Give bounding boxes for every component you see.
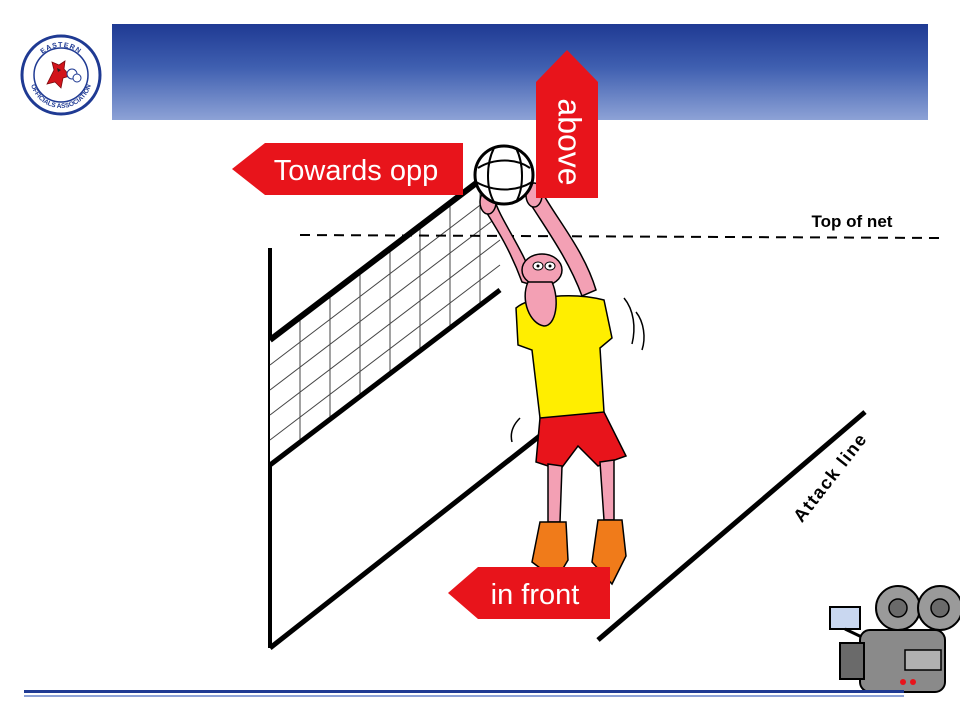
- center-line: [268, 418, 562, 650]
- towards-opp-arrow: [232, 143, 463, 195]
- towards-opp-label: Towards opp: [274, 155, 438, 187]
- volleyball-net: [268, 162, 502, 467]
- top-of-net-label: Top of net: [812, 212, 893, 231]
- cardinal-bird-icon: [46, 60, 82, 89]
- above-label: above: [552, 98, 588, 185]
- top-of-net-line: [299, 234, 941, 239]
- footer-rule: [24, 690, 904, 697]
- header-band: [112, 24, 928, 120]
- association-logo: EASTERN OFFICIALS ASSOCIATION: [20, 34, 102, 116]
- video-camera-icon[interactable]: [829, 585, 960, 693]
- in-front-label: in front: [491, 579, 580, 611]
- above-arrow: [536, 50, 598, 198]
- in-front-arrow: [448, 567, 610, 619]
- blocker-player: [479, 182, 645, 586]
- attack-line: [596, 410, 867, 642]
- volleyball-icon: [473, 144, 535, 206]
